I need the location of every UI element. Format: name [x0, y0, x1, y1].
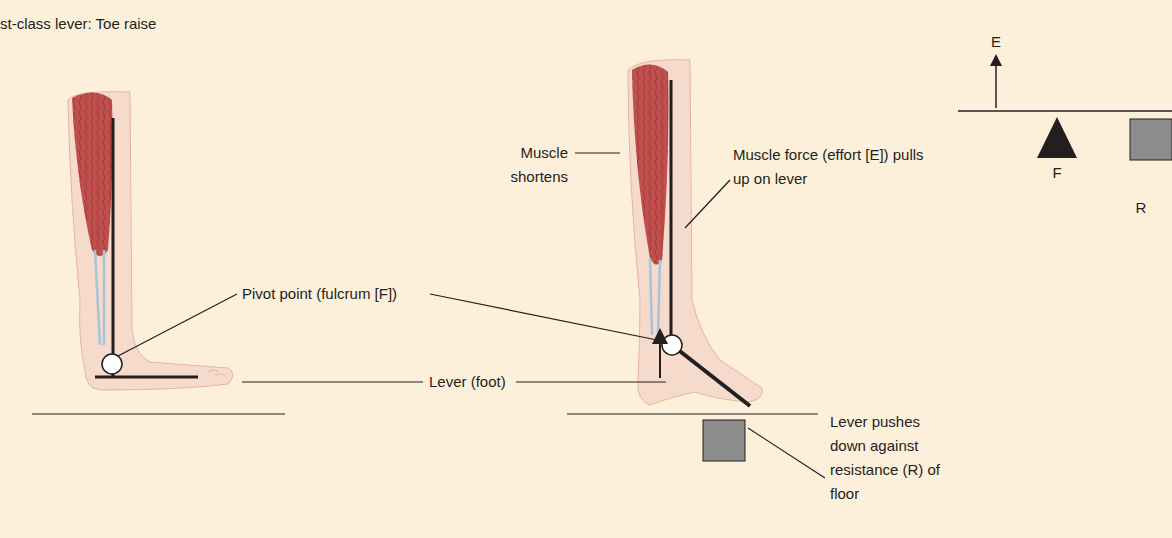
- muscle-label: Muscle shortens: [488, 141, 568, 189]
- leg-toe-raise: [567, 60, 818, 461]
- figure-title: st-class lever: Toe raise: [0, 12, 156, 36]
- leader-lines: [118, 153, 825, 478]
- fulcrum-symbol: F: [1052, 161, 1061, 185]
- resistance-symbol: R: [1136, 196, 1147, 220]
- fulcrum-label: Pivot point (fulcrum [F]): [242, 282, 397, 306]
- leg-relaxed: [32, 92, 285, 414]
- lever-schematic: [958, 60, 1172, 160]
- effort-symbol: E: [991, 30, 1001, 54]
- resistance-label: Lever pushes down against resistance (R)…: [830, 410, 942, 506]
- effort-label: Muscle force (effort [E]) pulls up on le…: [733, 143, 933, 191]
- lever-label: Lever (foot): [429, 370, 506, 394]
